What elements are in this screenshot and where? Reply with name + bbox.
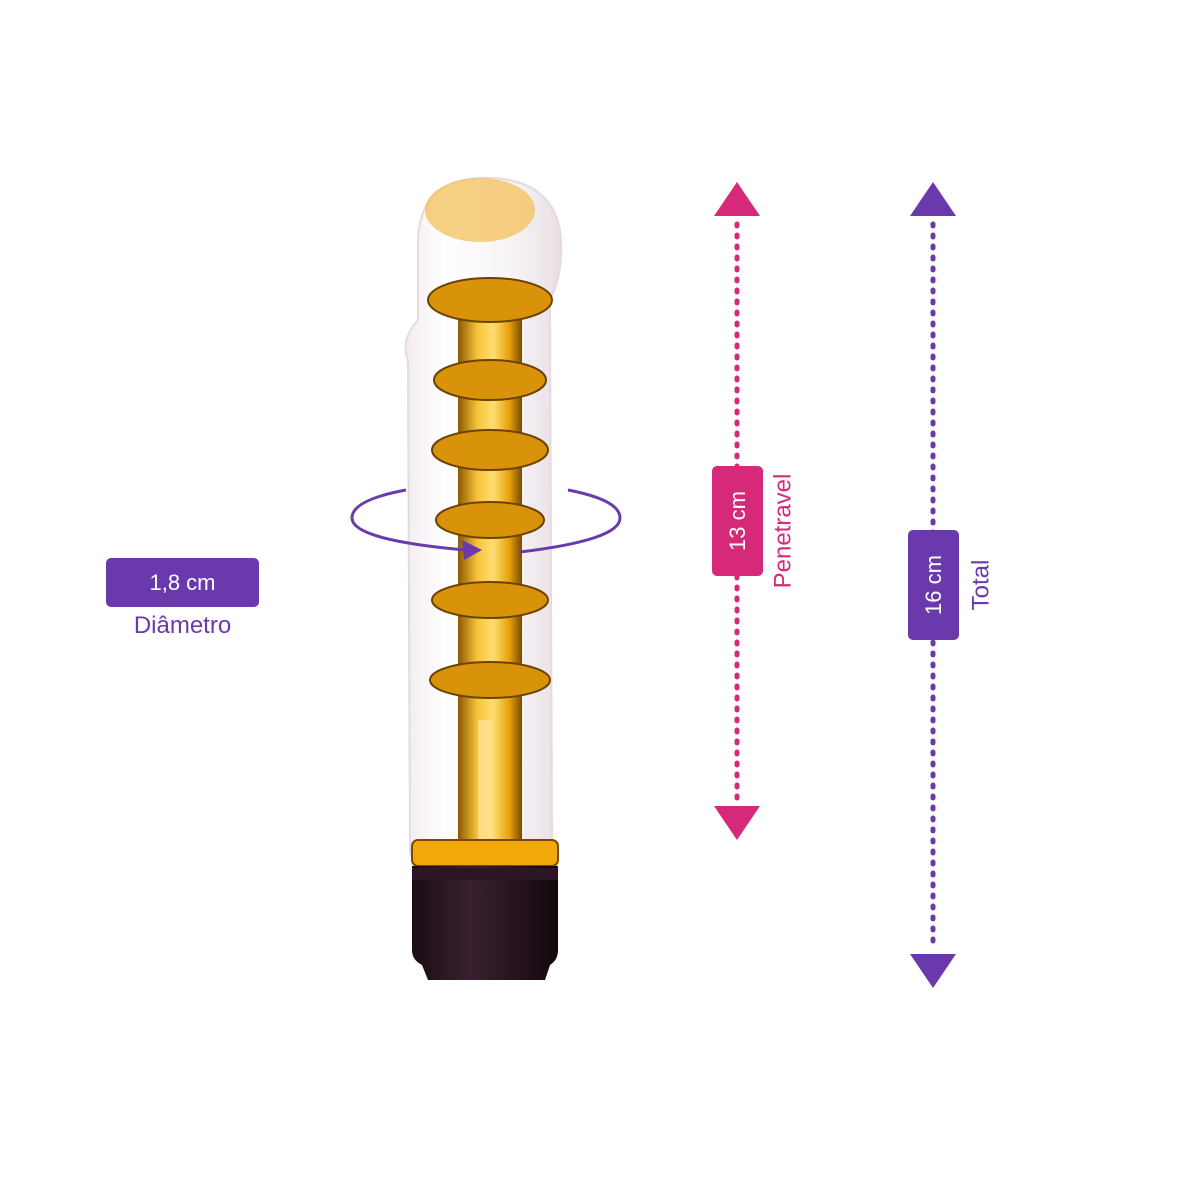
diameter-badge: 1,8 cm [106,558,259,607]
total-label: Total [967,559,995,611]
up-arrow-icon [910,182,956,216]
product-image [404,176,563,980]
total-badge: 16 cm [908,530,959,640]
diameter-label: Diâmetro [133,612,232,639]
down-arrow-icon [910,954,956,988]
penetrable-label: Penetravel [769,473,796,589]
rotation-arrow-icon [350,488,622,560]
down-arrow-icon [714,806,760,840]
up-arrow-icon [714,182,760,216]
penetrable-badge: 13 cm [712,466,763,576]
